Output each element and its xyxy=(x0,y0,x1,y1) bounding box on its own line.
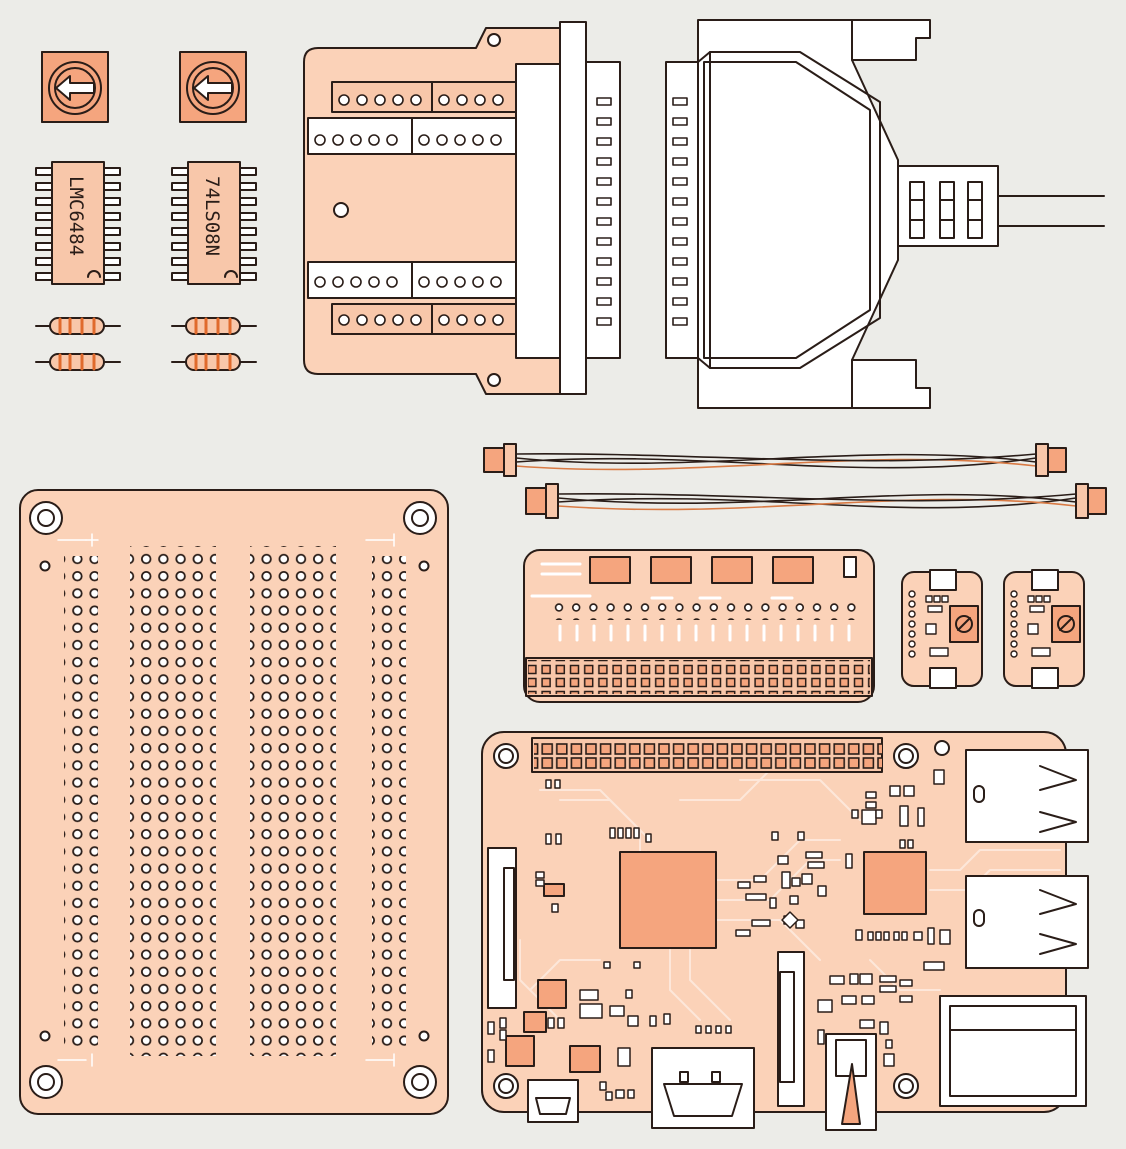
resistor-2 xyxy=(35,353,121,371)
resistor-4 xyxy=(171,353,257,371)
chip-74ls08n xyxy=(171,161,257,285)
ribbon-cable-1 xyxy=(483,443,1067,477)
chip-label-2: 74LS08N xyxy=(201,176,223,256)
resistor-1 xyxy=(35,317,121,335)
motor-driver-module-2 xyxy=(1003,569,1085,689)
db25-terminal-breakout xyxy=(303,21,621,395)
trimpot-2 xyxy=(179,51,247,123)
ribbon-cable-2 xyxy=(525,483,1107,519)
trimpot-1 xyxy=(41,51,109,123)
db25-cable-connector xyxy=(665,19,1105,409)
chip-lmc6484 xyxy=(35,161,121,285)
motor-driver-module-1 xyxy=(901,569,983,689)
chip-label-1: LMC6484 xyxy=(65,176,87,256)
gpio-breakout-board xyxy=(523,549,875,703)
breadboard xyxy=(19,489,449,1115)
arrow-left-icon xyxy=(193,75,233,101)
single-board-computer xyxy=(481,731,1089,1131)
arrow-left-icon xyxy=(55,75,95,101)
resistor-3 xyxy=(171,317,257,335)
